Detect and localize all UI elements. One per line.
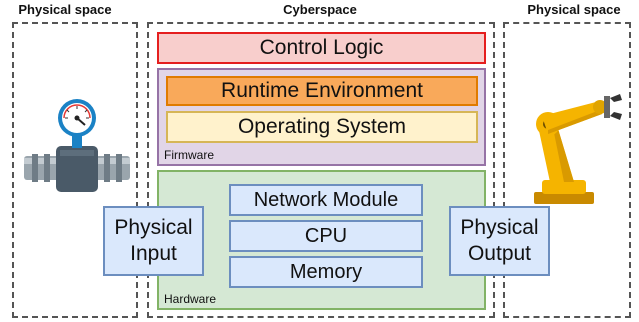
left-section-title: Physical space xyxy=(18,2,112,17)
left-physical-space-region xyxy=(12,22,138,318)
cyberspace-region xyxy=(147,22,495,318)
memory-label: Memory xyxy=(289,260,363,283)
hardware-label: Hardware xyxy=(164,292,217,306)
physical-output-box: Physical Output xyxy=(449,206,550,276)
physical-input-line1: Physical xyxy=(114,215,193,239)
operating-system-box: Operating System xyxy=(166,111,478,143)
operating-system-label: Operating System xyxy=(237,115,407,138)
network-module-box: Network Module xyxy=(229,184,423,216)
runtime-environment-box: Runtime Environment xyxy=(166,76,478,106)
cpu-box: CPU xyxy=(229,220,423,252)
center-section-title: Cyberspace xyxy=(283,2,357,17)
firmware-label: Firmware xyxy=(164,148,214,162)
right-section-title: Physical space xyxy=(527,2,621,17)
physical-output-line1: Physical xyxy=(460,215,539,239)
control-logic-label: Control Logic xyxy=(259,36,384,59)
physical-input-box: Physical Input xyxy=(103,206,204,276)
cpu-label: CPU xyxy=(304,224,348,247)
physical-output-line2: Output xyxy=(467,242,532,265)
control-logic-box: Control Logic xyxy=(157,32,486,64)
right-physical-space-region xyxy=(503,22,631,318)
physical-input-line2: Input xyxy=(130,242,177,265)
memory-box: Memory xyxy=(229,256,423,288)
pressure-gauge-pipe-icon xyxy=(22,98,132,198)
network-module-label: Network Module xyxy=(253,188,399,211)
industrial-robot-arm-icon xyxy=(516,92,624,208)
runtime-environment-label: Runtime Environment xyxy=(221,79,423,102)
